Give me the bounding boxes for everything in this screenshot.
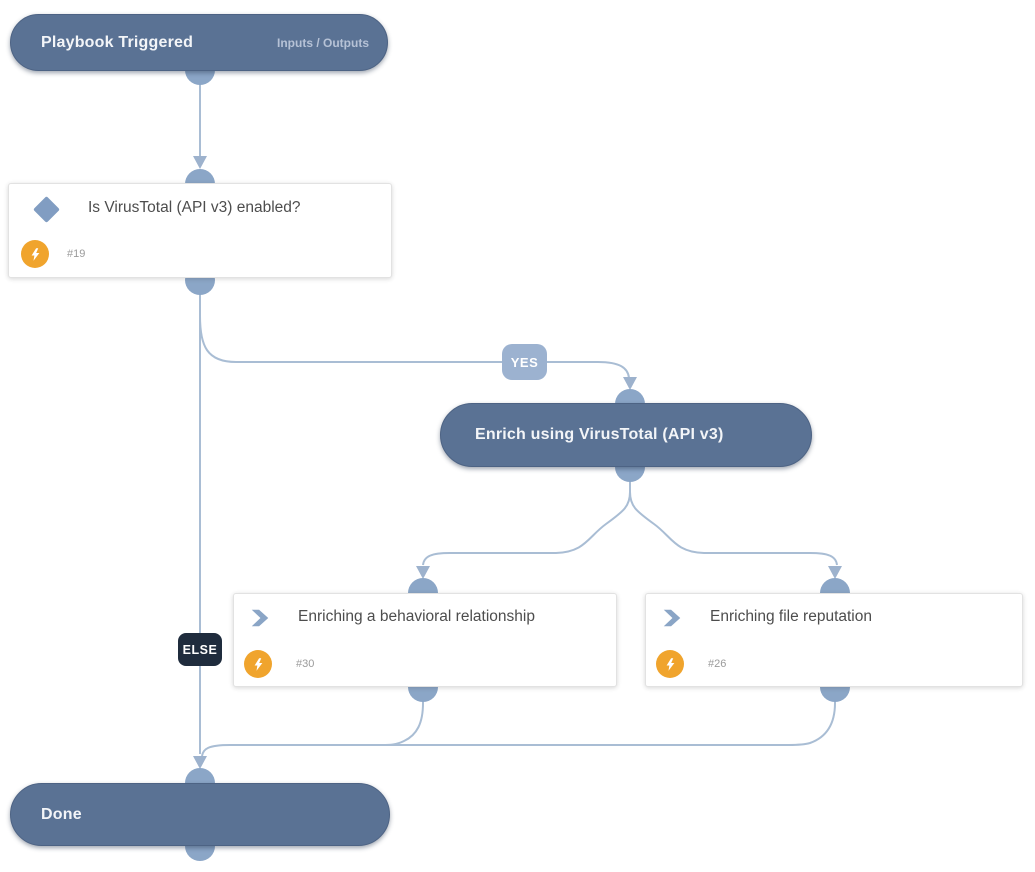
task-footer: #26 <box>656 650 726 678</box>
task-footer: #30 <box>244 650 314 678</box>
condition-title: Is VirusTotal (API v3) enabled? <box>88 199 301 216</box>
task-header: Enriching file reputation <box>661 606 872 629</box>
arrowhead-icon <box>828 566 842 579</box>
arrowhead-icon <box>416 566 430 579</box>
condition-diamond-icon <box>33 196 60 223</box>
chevron-right-icon <box>663 609 681 627</box>
connector-line <box>199 315 630 379</box>
task-title: Enriching file reputation <box>710 608 872 625</box>
arrowhead-icon <box>623 377 637 390</box>
task-header: Enriching a behavioral relationship <box>249 606 535 629</box>
node-enrich-using-virustotal[interactable]: Enrich using VirusTotal (API v3) <box>440 403 812 467</box>
playbook-triggered-title: Playbook Triggered <box>41 33 194 51</box>
node-playbook-triggered[interactable]: Playbook Triggered Inputs / Outputs <box>10 14 388 71</box>
node-done[interactable]: Done <box>10 783 390 846</box>
automation-bolt-icon <box>244 650 272 678</box>
automation-bolt-icon <box>656 650 684 678</box>
arrowhead-icon <box>193 756 207 769</box>
enrich-title: Enrich using VirusTotal (API v3) <box>475 426 724 443</box>
edge-label-else: ELSE <box>178 633 222 666</box>
automation-bolt-icon <box>21 240 49 268</box>
node-condition-is-virustotal-enabled[interactable]: Is VirusTotal (API v3) enabled? #19 <box>8 183 392 278</box>
done-title: Done <box>41 805 82 823</box>
connector-line <box>422 491 631 566</box>
node-task-enriching-behavioral-relationship[interactable]: Enriching a behavioral relationship #30 <box>233 593 617 687</box>
task-id: #26 <box>708 658 727 670</box>
connector-line <box>629 491 838 566</box>
connector-line <box>380 689 836 746</box>
task-title: Enriching a behavioral relationship <box>298 608 535 625</box>
edge-label-yes: YES <box>502 344 547 380</box>
task-id: #30 <box>296 658 315 670</box>
task-id: #19 <box>67 248 86 260</box>
condition-header: Is VirusTotal (API v3) enabled? <box>27 196 301 223</box>
inputs-outputs-link[interactable]: Inputs / Outputs <box>277 35 369 50</box>
arrowhead-icon <box>193 156 207 169</box>
condition-footer: #19 <box>21 240 85 268</box>
node-task-enriching-file-reputation[interactable]: Enriching file reputation #26 <box>645 593 1023 687</box>
chevron-right-icon <box>251 609 269 627</box>
